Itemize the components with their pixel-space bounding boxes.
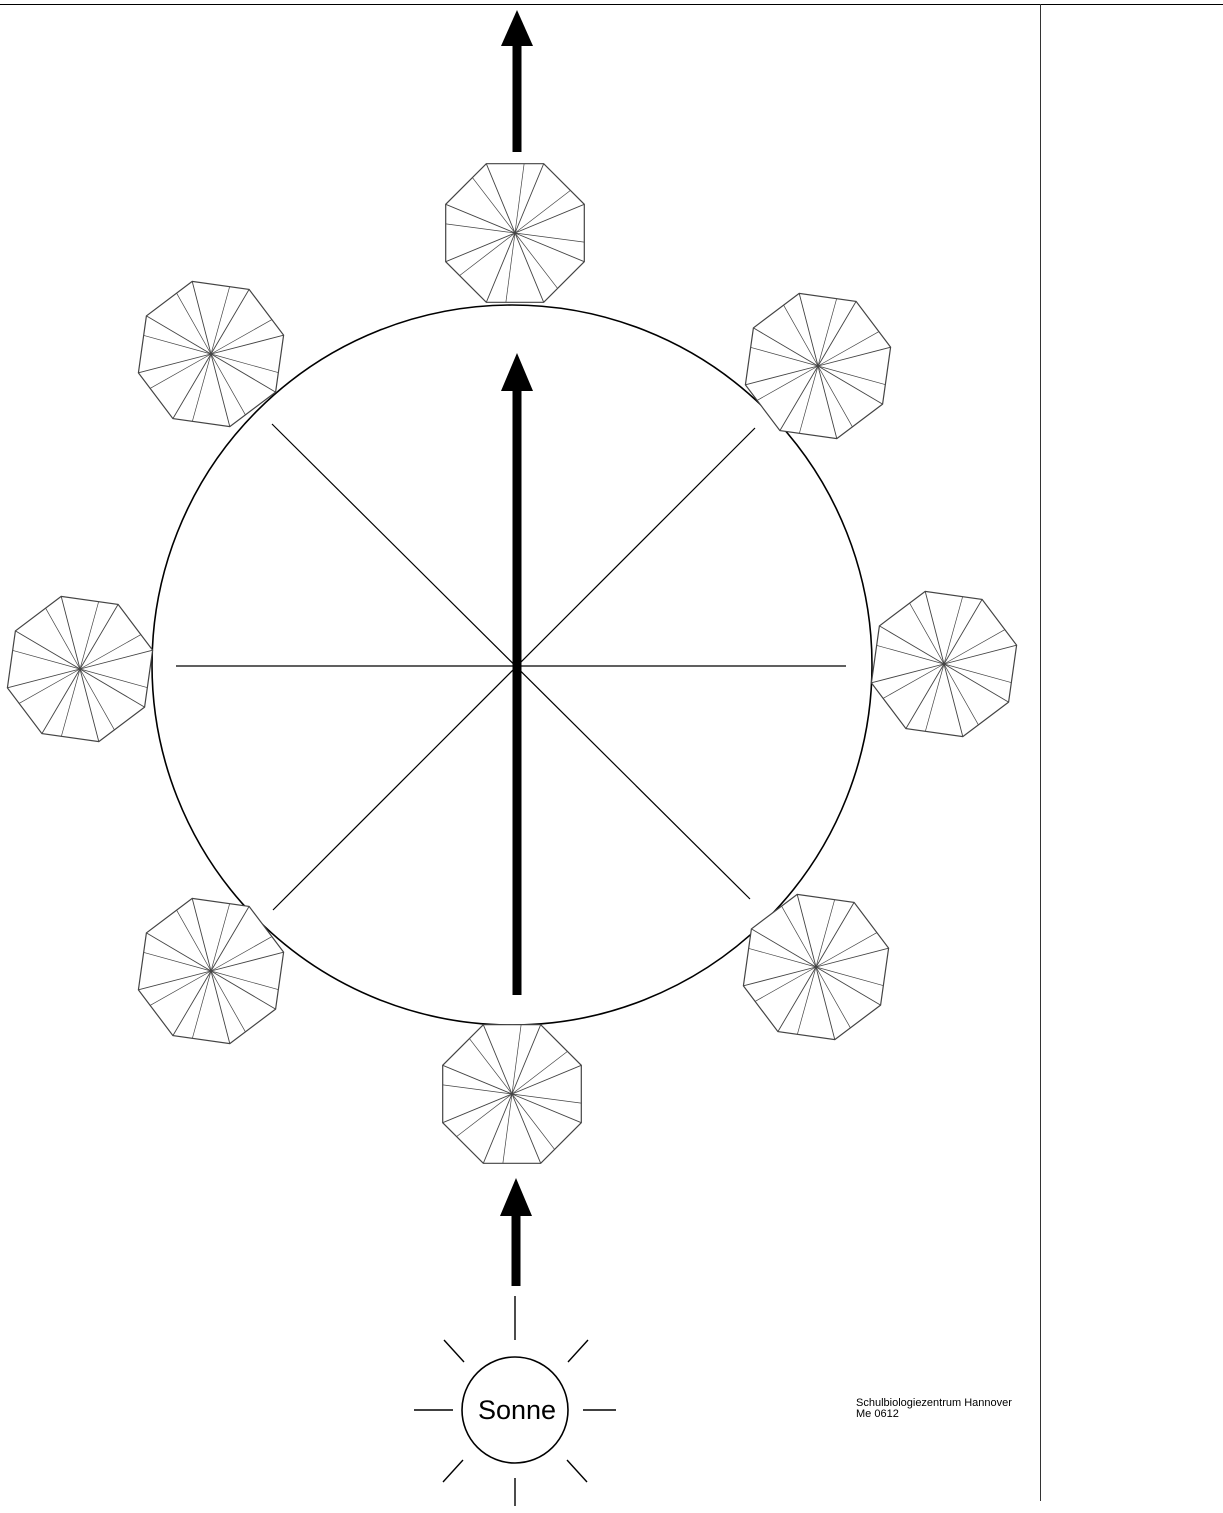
umbrella-8: [138, 281, 283, 426]
sun-label: Sonne: [478, 1395, 556, 1425]
diagonal-divider-line-nw-se: [272, 424, 750, 899]
center-arrow-head: [501, 353, 533, 391]
umbrella-5: [443, 1025, 582, 1164]
umbrella-2: [745, 293, 890, 438]
umbrella-1: [446, 164, 585, 303]
umbrella-7: [7, 596, 152, 741]
sun-ray: [443, 1460, 463, 1482]
table-circle: [152, 305, 872, 1025]
sun-arrow-head: [500, 1178, 532, 1216]
top-arrow-head: [501, 10, 533, 46]
umbrella-group: [7, 164, 1016, 1164]
umbrella-4: [743, 894, 888, 1039]
sun-ray: [567, 1460, 587, 1482]
credit-text: Schulbiologiezentrum Hannover Me 0612: [856, 1398, 1012, 1420]
sun-ray: [568, 1340, 588, 1362]
umbrella-6: [138, 898, 283, 1043]
umbrella-3: [871, 591, 1016, 736]
sun-ray: [444, 1340, 464, 1362]
credit-line-2: Me 0612: [856, 1409, 1012, 1420]
sun: Sonne: [414, 1296, 616, 1506]
